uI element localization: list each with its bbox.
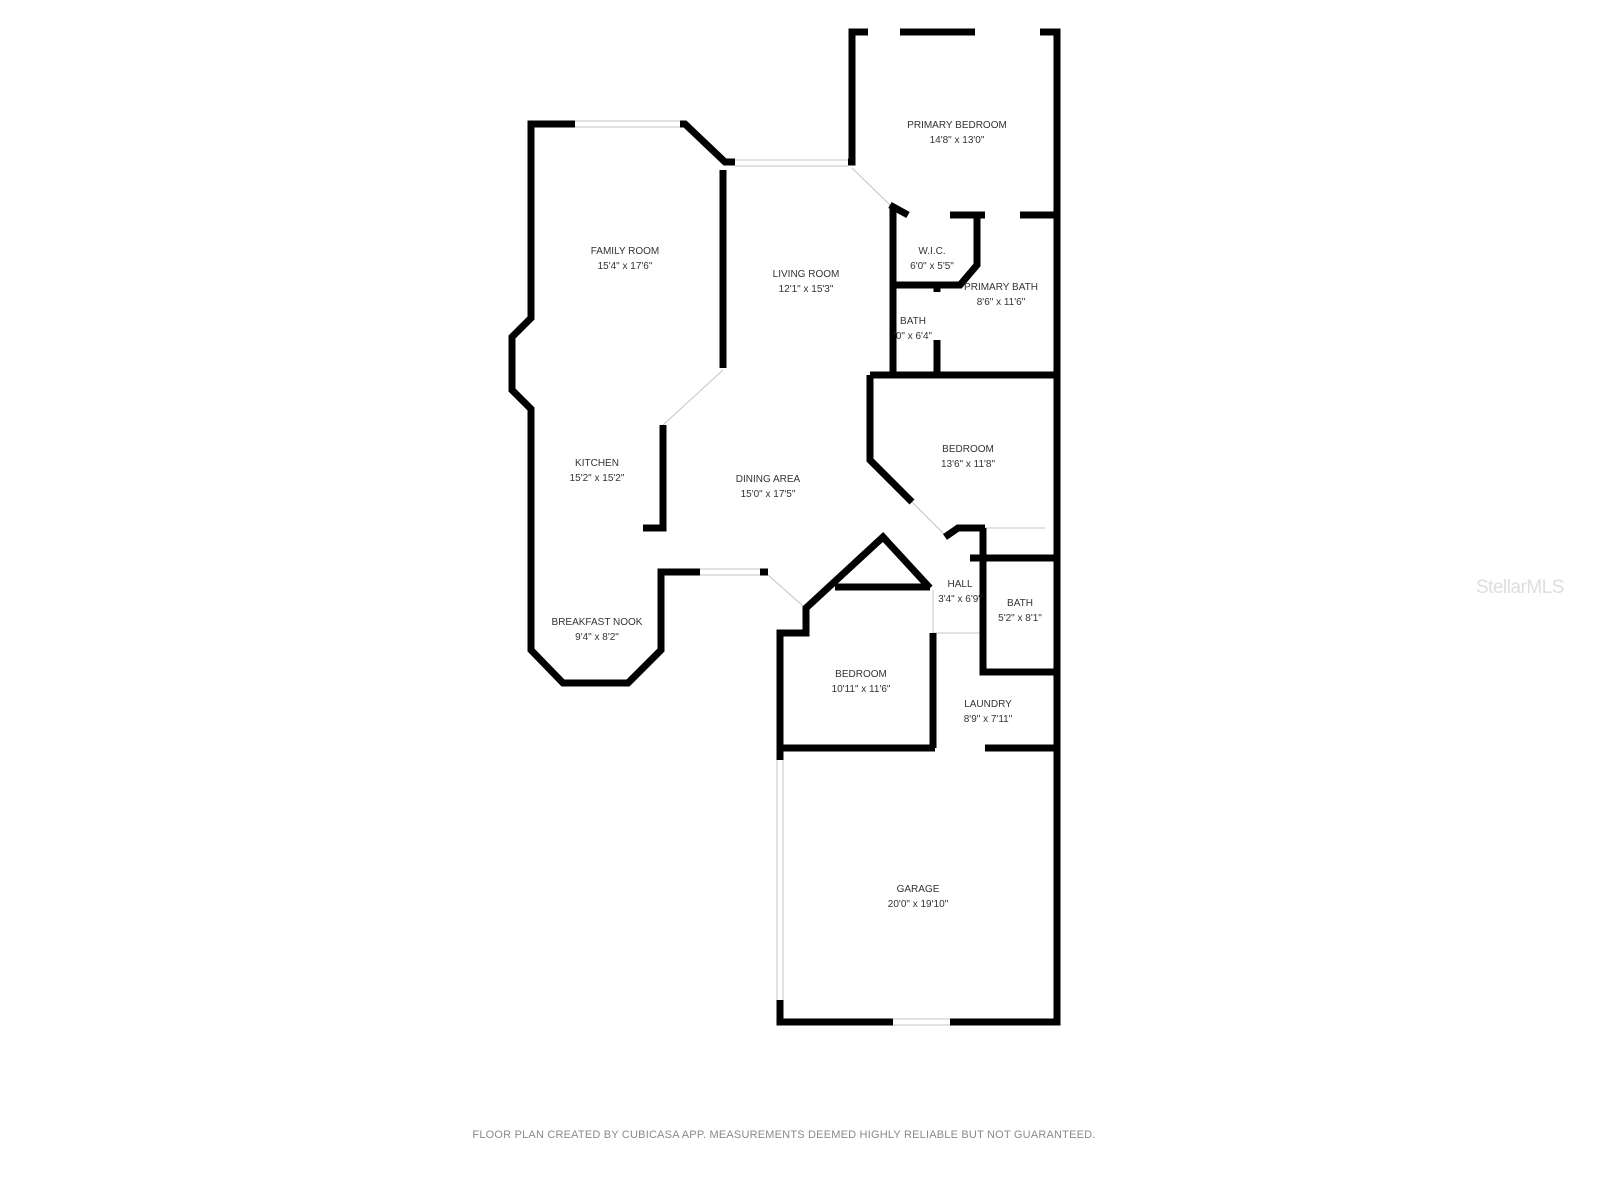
exterior-wall [508,120,700,687]
walls [508,28,1061,1026]
window [851,167,891,206]
interior-wall [780,633,1057,752]
exterior-wall [848,28,868,166]
interior-wall [866,371,1057,505]
exterior-wall [776,1000,893,1026]
exterior-wall [680,120,735,166]
exterior-wall [776,532,933,760]
exterior-wall [900,28,1061,1026]
window [854,35,1055,110]
interior-wall [643,425,667,532]
window [767,574,804,607]
window [662,369,724,426]
window [735,159,848,167]
footer-disclaimer: FLOOR PLAN CREATED BY CUBICASA APP. MEAS… [472,1129,1096,1141]
room-label-wic: W.I.C.6'0" x 5'5" [910,246,954,272]
window [893,1018,950,1026]
watermark: StellarMLS [1476,577,1564,598]
window [911,501,946,536]
interior-wall [888,201,1057,372]
window [700,568,760,576]
room-label-bath: BATH'0" x 6'4" [893,316,933,342]
window [575,120,680,128]
interior-wall [943,524,1057,676]
